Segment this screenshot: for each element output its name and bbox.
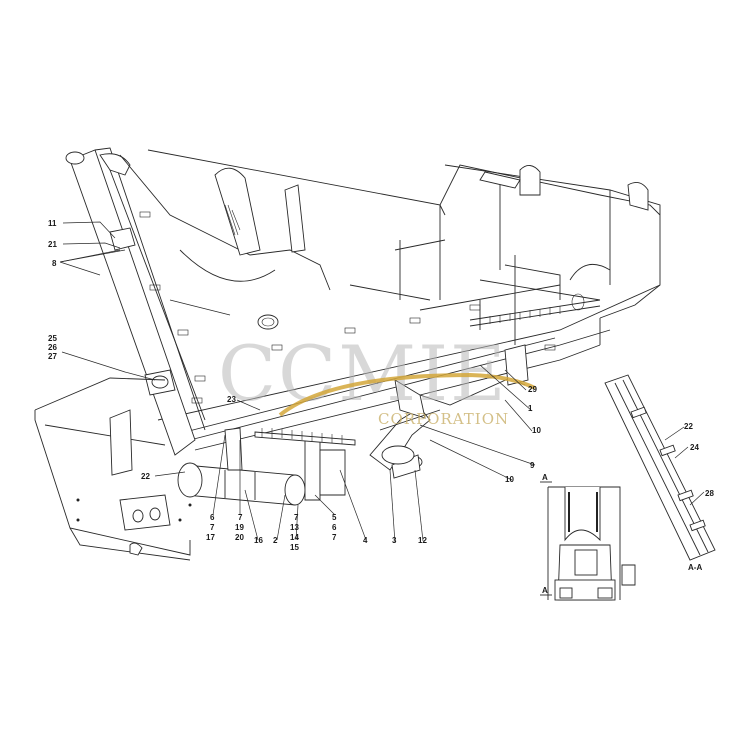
callout-c29: 29 (528, 385, 537, 394)
callout-c23: 23 (227, 395, 236, 404)
callout-c10b: 10 (532, 426, 541, 435)
callout-c12: 12 (418, 536, 427, 545)
callout-c8: 8 (52, 259, 57, 268)
leader-lines (59, 221, 705, 544)
callout-c14: 14 (290, 533, 299, 542)
callout-c27: 27 (48, 352, 57, 361)
callout-c7c: 7 (294, 513, 299, 522)
callout-c24: 24 (690, 443, 699, 452)
callout-c9: 9 (530, 461, 535, 470)
callout-c7a: 7 (210, 523, 215, 532)
callout-c22b: 22 (684, 422, 693, 431)
callout-c4: 4 (363, 536, 368, 545)
callout-c26: 26 (48, 343, 57, 352)
callout-c19: 19 (235, 523, 244, 532)
callout-c25: 25 (48, 334, 57, 343)
callout-c21: 21 (48, 240, 57, 249)
callout-c6b: 6 (332, 523, 337, 532)
callout-c16: 16 (254, 536, 263, 545)
section-view-a: A A (540, 473, 636, 601)
watermark: CCMIE CORPORATION (218, 329, 536, 428)
callout-c7d: 7 (332, 533, 337, 542)
callout-c2: 2 (273, 536, 278, 545)
watermark-sub: CORPORATION (378, 410, 509, 428)
callout-c6a: 6 (210, 513, 215, 522)
callout-c3: 3 (392, 536, 397, 545)
detail-view-right: A-A (604, 374, 716, 572)
callout-c13: 13 (290, 523, 299, 532)
callout-c1: 1 (528, 404, 533, 413)
callout-c10a: 10 (505, 475, 514, 484)
section-marker-top: A (542, 473, 548, 482)
callout-c22a: 22 (141, 472, 150, 481)
section-label: A-A (688, 563, 702, 572)
callout-c28: 28 (705, 489, 714, 498)
section-marker-bottom: A (542, 586, 548, 595)
callout-c11: 11 (48, 219, 57, 228)
callout-c5: 5 (332, 513, 337, 522)
callout-c20: 20 (235, 533, 244, 542)
callout-c7b: 7 (238, 513, 243, 522)
callout-c17: 17 (206, 533, 215, 542)
main-frame-drawing (34, 147, 661, 561)
callout-c15: 15 (290, 543, 299, 552)
